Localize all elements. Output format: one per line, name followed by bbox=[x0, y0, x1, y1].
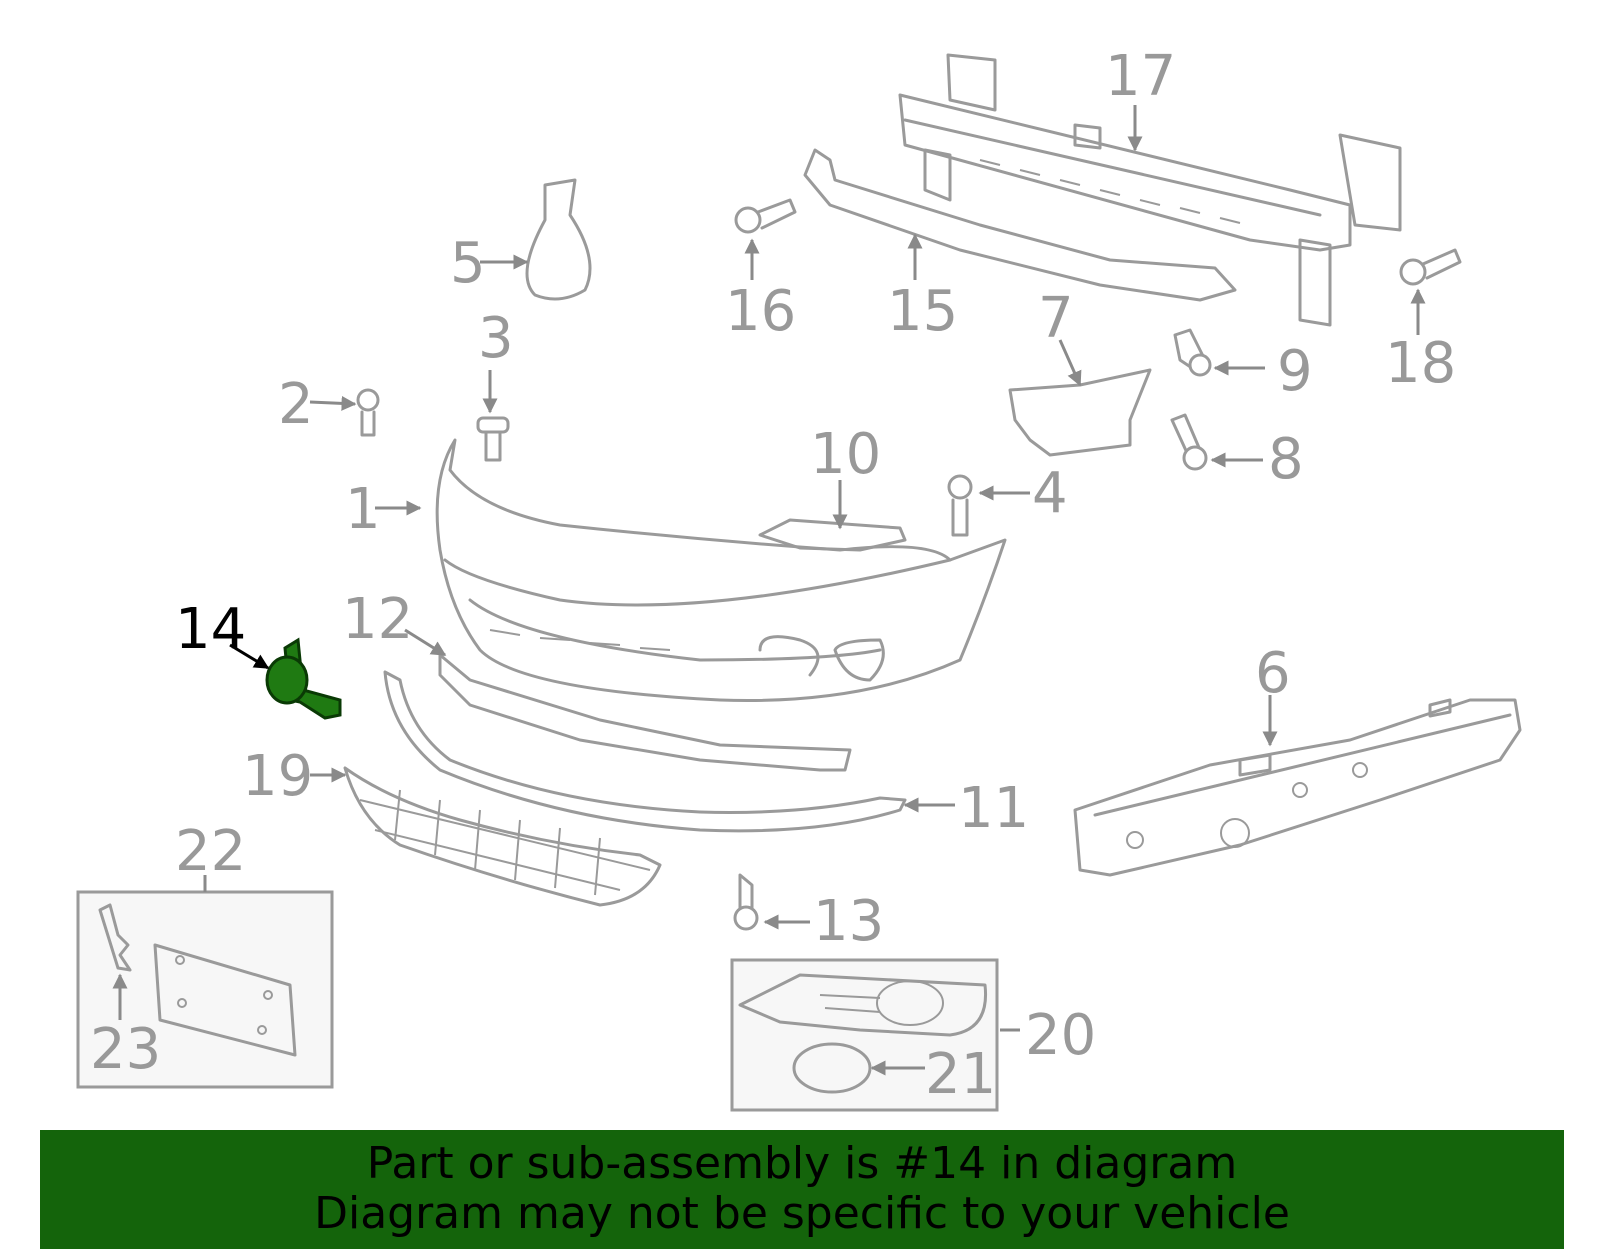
callout-21: 21 bbox=[925, 1042, 996, 1107]
fastener-3 bbox=[476, 416, 510, 462]
callout-10: 10 bbox=[810, 422, 881, 487]
part-11-spoiler bbox=[383, 670, 907, 833]
part-14-highlighted bbox=[265, 637, 342, 720]
banner-line-1: Part or sub-assembly is #14 in diagram bbox=[366, 1138, 1238, 1189]
info-banner: Part or sub-assembly is #14 in diagram D… bbox=[40, 1130, 1564, 1249]
callout-14: 14 bbox=[175, 597, 246, 662]
callout-6: 6 bbox=[1255, 641, 1291, 706]
callout-12: 12 bbox=[342, 587, 413, 652]
fastener-8 bbox=[1170, 413, 1208, 471]
callout-13: 13 bbox=[813, 889, 884, 954]
fastener-13 bbox=[733, 873, 759, 931]
callout-1: 1 bbox=[345, 477, 381, 542]
callout-19: 19 bbox=[242, 744, 313, 809]
callout-3: 3 bbox=[478, 306, 514, 371]
part-6-absorber bbox=[1073, 698, 1522, 877]
callout-2: 2 bbox=[278, 372, 314, 437]
part-10-mount bbox=[758, 518, 907, 552]
callout-4: 4 bbox=[1032, 461, 1068, 526]
callout-9: 9 bbox=[1277, 339, 1313, 404]
part-1-bumper-cover bbox=[435, 438, 1007, 702]
callout-5: 5 bbox=[450, 231, 486, 296]
part-5-bag bbox=[525, 178, 592, 301]
callout-23: 23 bbox=[90, 1017, 161, 1082]
part-19-grille bbox=[343, 766, 662, 907]
callout-17: 17 bbox=[1105, 44, 1176, 109]
fastener-4 bbox=[947, 474, 973, 537]
callout-11: 11 bbox=[958, 776, 1029, 841]
callout-16: 16 bbox=[725, 279, 796, 344]
callout-arrows bbox=[112, 105, 1426, 1076]
fastener-2 bbox=[356, 388, 380, 437]
banner-line-2: Diagram may not be specific to your vehi… bbox=[314, 1188, 1290, 1239]
box-20-fog-bezel bbox=[730, 958, 999, 1112]
callout-labels: 17 15 16 18 5 3 2 7 9 8 10 4 1 12 14 6 1… bbox=[90, 44, 1456, 1107]
part-7-bracket bbox=[1008, 368, 1152, 457]
part-17-reinforcement bbox=[898, 53, 1402, 327]
fastener-18 bbox=[1399, 248, 1462, 286]
part-12-strip bbox=[438, 653, 852, 772]
callout-18: 18 bbox=[1385, 331, 1456, 396]
callout-20: 20 bbox=[1025, 1003, 1096, 1068]
callout-8: 8 bbox=[1268, 427, 1304, 492]
fastener-16 bbox=[734, 198, 797, 234]
callout-15: 15 bbox=[887, 279, 958, 344]
fastener-9 bbox=[1173, 328, 1212, 377]
part-15-strip bbox=[803, 148, 1237, 302]
callout-22: 22 bbox=[175, 819, 246, 884]
callout-7: 7 bbox=[1038, 286, 1074, 351]
